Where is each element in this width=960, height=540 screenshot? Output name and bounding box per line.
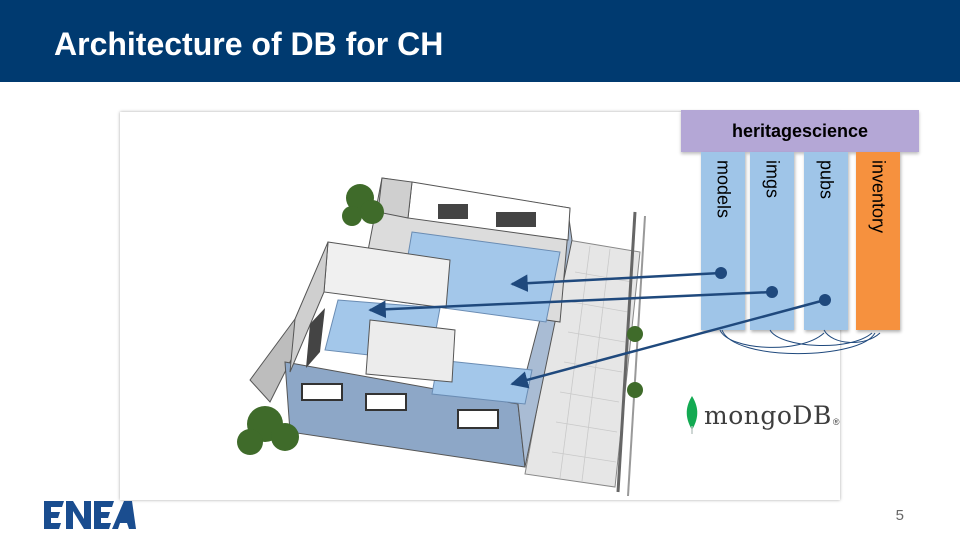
collection-label: models: [713, 160, 734, 219]
mongodb-logo: mongoDB ®: [684, 396, 839, 434]
collection-pubs: pubs: [804, 152, 848, 330]
collection-imgs: imgs: [750, 152, 794, 330]
enea-logo-icon: [44, 501, 136, 529]
enea-logo: [44, 499, 136, 536]
collection-models: models: [701, 152, 745, 330]
collection-label: imgs: [762, 160, 783, 199]
collection-label: pubs: [816, 160, 837, 200]
registered-mark: ®: [832, 417, 840, 427]
mongodb-leaf-icon: [686, 396, 698, 434]
collection-label: inventory: [868, 160, 889, 234]
page-number: 5: [895, 507, 904, 524]
slide-title: Architecture of DB for CH: [54, 26, 444, 62]
collection-inventory: inventory: [856, 152, 900, 330]
database-name: heritagescience: [681, 110, 919, 152]
slide-header: Architecture of DB for CH: [0, 0, 960, 82]
mongodb-wordmark: mongoDB: [704, 400, 832, 430]
